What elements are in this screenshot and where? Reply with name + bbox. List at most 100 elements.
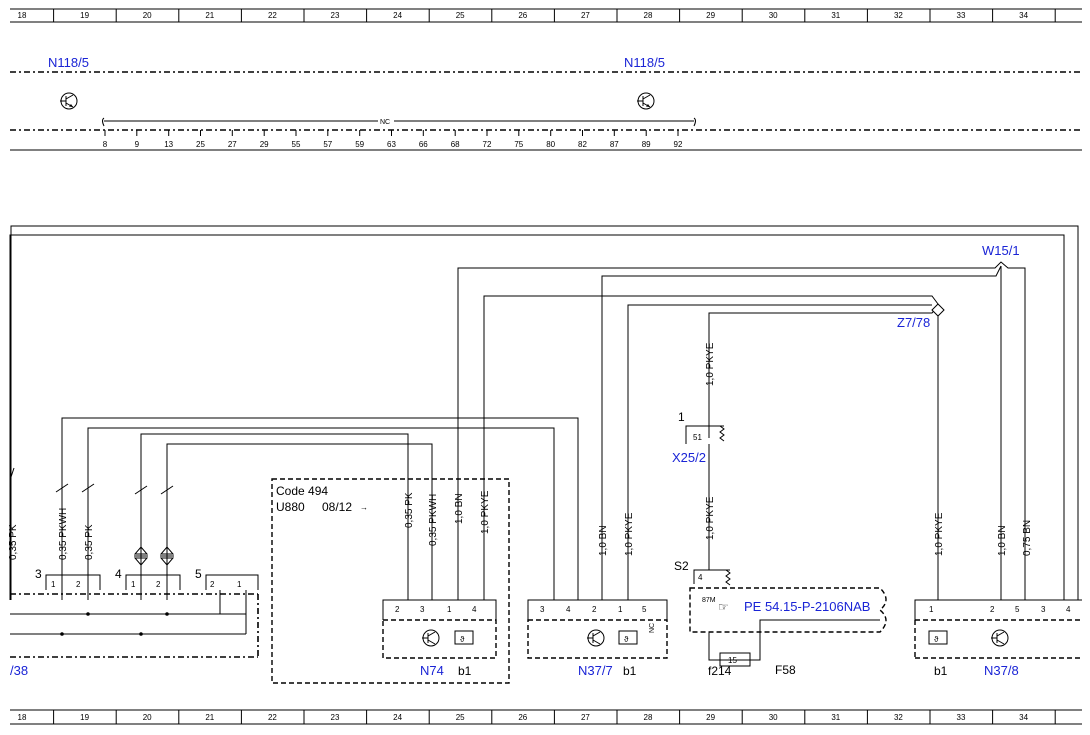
pin-label: 80 — [546, 140, 555, 149]
column-number: 26 — [518, 11, 527, 20]
pin-label: 57 — [323, 140, 332, 149]
code-line-2: U880 — [276, 500, 305, 514]
svg-text:51: 51 — [693, 433, 702, 442]
wire-label: 1,0 PKYE — [934, 512, 945, 556]
nc-side-label: NC — [649, 623, 656, 633]
code-494-box: Code 494 U880 08/12 → — [271, 478, 510, 684]
column-number: 23 — [331, 11, 340, 20]
wire-label: 0,75 BN — [1022, 520, 1033, 556]
connector-4: 4 1 2 — [115, 567, 181, 590]
n74-label: N74 — [420, 663, 444, 678]
n37-7-b1-label: b1 — [623, 664, 637, 678]
pin-label: 8 — [103, 140, 108, 149]
diode-icon — [159, 546, 175, 566]
column-number: 28 — [644, 11, 653, 20]
w15-1-label: W15/1 — [982, 243, 1020, 258]
svg-text:1: 1 — [678, 410, 685, 424]
pin-label: 13 — [164, 140, 173, 149]
temperature-icon: ϑ — [460, 635, 465, 644]
column-number: 27 — [581, 713, 590, 722]
wire-label: 1,0 PKYE — [624, 512, 635, 556]
column-number: 31 — [831, 11, 840, 20]
column-number: 23 — [331, 713, 340, 722]
n74-b1-label: b1 — [458, 664, 472, 678]
code-line-1: Code 494 — [276, 484, 328, 498]
wire-label: 0,35 PKWH — [428, 494, 439, 546]
ground-routing: W15/1 Z7/78 — [457, 243, 1026, 600]
svg-text:3: 3 — [540, 605, 545, 614]
svg-text:3: 3 — [420, 605, 425, 614]
column-number: 30 — [769, 713, 778, 722]
column-number: 27 — [581, 11, 590, 20]
n37-7-label: N37/7 — [578, 663, 613, 678]
column-number: 34 — [1019, 11, 1028, 20]
transistor-icon — [637, 92, 655, 110]
svg-text:5: 5 — [1015, 605, 1020, 614]
pin-label: 27 — [228, 140, 237, 149]
column-number: 19 — [80, 713, 89, 722]
svg-text:3: 3 — [35, 567, 42, 581]
pin-label: 87 — [610, 140, 619, 149]
s2-switch: S2 4 — [674, 559, 731, 586]
column-number: 20 — [143, 11, 152, 20]
column-number: 18 — [18, 11, 27, 20]
n37-7-module: 3 4 2 1 5 ϑ NC N37/7 b1 — [527, 599, 668, 678]
n74-module: 2 3 1 4 ϑ N74 b1 — [382, 599, 497, 678]
pin-label: 59 — [355, 140, 364, 149]
column-number: 31 — [831, 713, 840, 722]
svg-text:2: 2 — [592, 605, 597, 614]
n37-8-module: 1 2 5 3 4 ϑ b1 N37/8 — [914, 599, 1082, 678]
column-number: 32 — [894, 713, 903, 722]
pin-label: 55 — [292, 140, 301, 149]
svg-text:1: 1 — [131, 580, 136, 589]
svg-text:1: 1 — [237, 580, 242, 589]
left-wires — [9, 417, 579, 636]
pin-label: 75 — [514, 140, 523, 149]
f58-fuse-block: 87M ☞ PE 54.15-P-2106NAB 15 f214 F58 — [689, 587, 887, 678]
wire-label: 1,0 BN — [598, 525, 609, 556]
svg-text:2: 2 — [395, 605, 400, 614]
svg-text:87M: 87M — [702, 597, 716, 604]
transistor-icon — [587, 629, 605, 647]
svg-text:15: 15 — [728, 656, 737, 665]
column-number: 22 — [268, 713, 277, 722]
column-number: 28 — [644, 713, 653, 722]
pin-label: 92 — [674, 140, 683, 149]
column-number: 19 — [80, 11, 89, 20]
x25-2-connector: 1 51 X25/2 — [672, 410, 725, 465]
column-number: 25 — [456, 11, 465, 20]
wire-label: 1,0 PKYE — [705, 342, 716, 386]
n118-5-label-right: N118/5 — [624, 55, 665, 70]
n37-8-label: N37/8 — [984, 663, 1019, 678]
svg-text:1: 1 — [929, 605, 934, 614]
n118-5-label-left: N118/5 — [48, 55, 89, 70]
code-date: 08/12 — [322, 500, 352, 514]
column-number: 24 — [393, 713, 402, 722]
svg-text:2: 2 — [156, 580, 161, 589]
column-number: 21 — [205, 713, 214, 722]
column-number: 34 — [1019, 713, 1028, 722]
reference-link[interactable]: PE 54.15-P-2106NAB — [744, 599, 870, 614]
svg-text:2: 2 — [76, 580, 81, 589]
left-component-label: /38 — [10, 663, 28, 678]
wire-label: 1,0 PKYE — [705, 496, 716, 540]
f58-label: F58 — [775, 663, 796, 677]
pin-label: 25 — [196, 140, 205, 149]
temperature-icon: ϑ — [624, 635, 629, 644]
svg-text:4: 4 — [115, 567, 122, 581]
svg-text:4: 4 — [566, 605, 571, 614]
svg-text:4: 4 — [1066, 605, 1071, 614]
pin-label: 66 — [419, 140, 428, 149]
column-number: 33 — [957, 11, 966, 20]
column-number: 33 — [957, 713, 966, 722]
f214-label: f214 — [708, 664, 732, 678]
svg-text:1: 1 — [447, 605, 452, 614]
s2-label: S2 — [674, 559, 689, 573]
arrow-right-icon: → — [360, 503, 368, 512]
z7-78-label: Z7/78 — [897, 315, 930, 330]
column-number: 29 — [706, 11, 715, 20]
svg-text:4: 4 — [698, 573, 703, 582]
column-number: 25 — [456, 713, 465, 722]
